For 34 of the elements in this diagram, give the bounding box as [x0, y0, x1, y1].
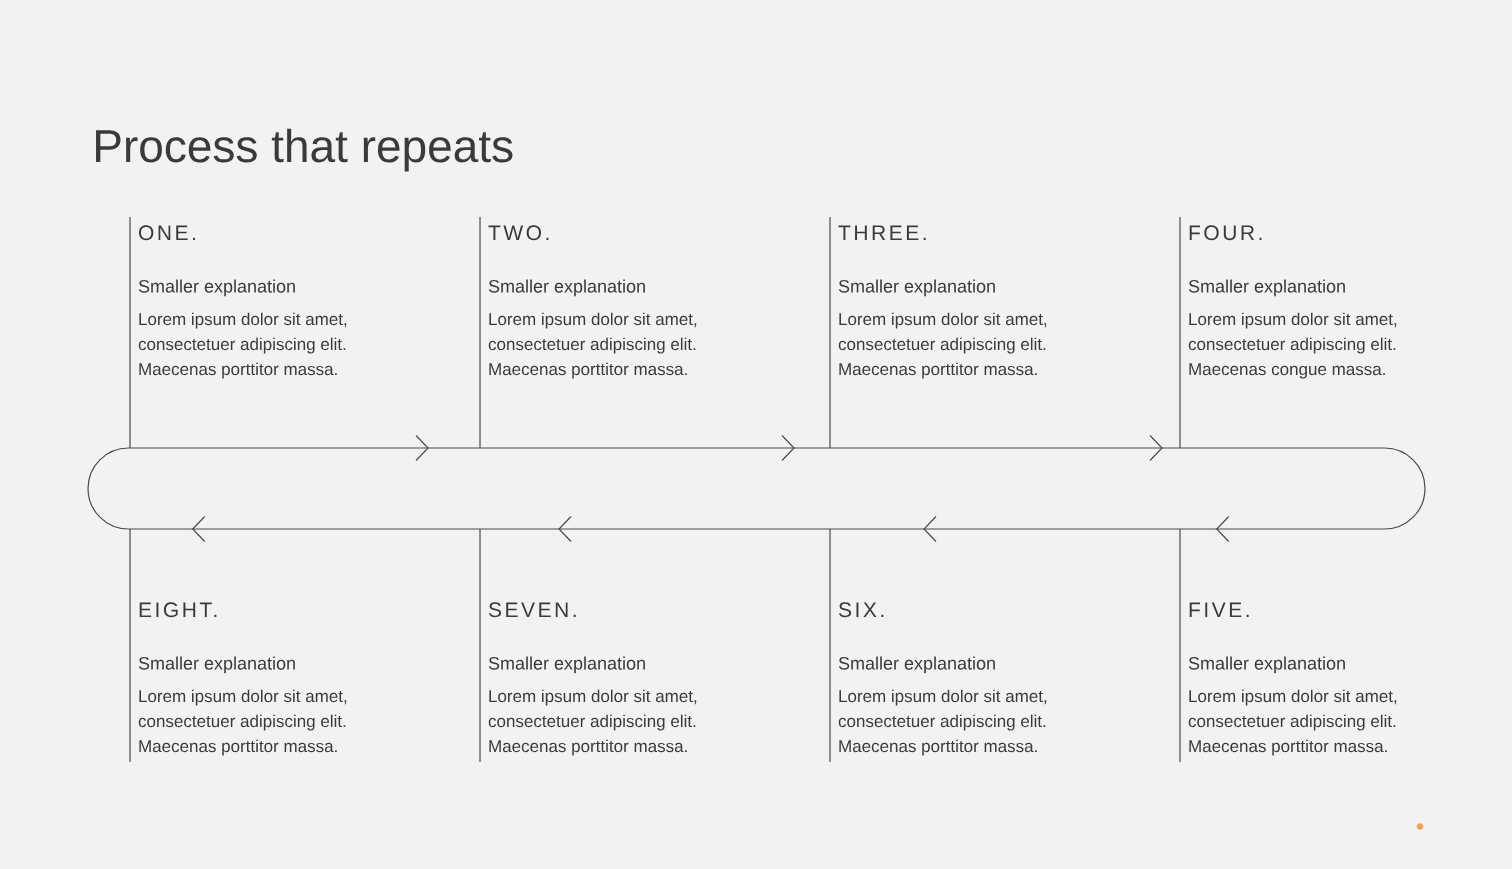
connector-line [829, 384, 831, 449]
step-subheading: Smaller explanation [488, 656, 645, 674]
step-description: Lorem ipsum dolor sit amet, consectetuer adipiscing elit. Maecenas porttitor massa. [1188, 689, 1397, 756]
step-description: Lorem ipsum dolor sit amet, consectetuer adipiscing elit. Maecenas porttitor massa. [488, 312, 697, 379]
step-subheading: Smaller explanation [138, 279, 295, 297]
step-subheading: Smaller explanation [138, 656, 295, 674]
step-description: Lorem ipsum dolor sit amet, consectetuer adipiscing elit. Maecenas porttitor massa. [838, 689, 1047, 756]
step-subheading: Smaller explanation [838, 279, 995, 297]
step-heading: SIX. [838, 602, 884, 618]
connector-line [479, 384, 481, 449]
connector-line [479, 528, 481, 591]
step-description: Lorem ipsum dolor sit amet, consectetuer adipiscing elit. Maecenas porttitor massa. [138, 312, 347, 379]
slide-title: Process that repeats [96, 128, 513, 172]
step-description: Lorem ipsum dolor sit amet, consectetuer adipiscing elit. Maecenas congue massa. [1188, 312, 1397, 379]
step-subheading: Smaller explanation [488, 279, 645, 297]
step-heading: SEVEN. [488, 602, 576, 618]
step-description: Lorem ipsum dolor sit amet, consectetuer adipiscing elit. Maecenas porttitor massa. [488, 689, 697, 756]
connector-line [129, 528, 131, 591]
connector-line [1179, 384, 1181, 449]
loop-track [87, 447, 1426, 530]
step-heading: TWO. [488, 225, 549, 241]
step-description: Lorem ipsum dolor sit amet, consectetuer adipiscing elit. Maecenas porttitor massa. [838, 312, 1047, 379]
step-subheading: Smaller explanation [1188, 656, 1345, 674]
step-heading: ONE. [139, 225, 195, 241]
step-heading: THREE. [838, 225, 926, 240]
step-heading: FIVE. [1189, 602, 1249, 617]
step-description: Lorem ipsum dolor sit amet, consectetuer adipiscing elit. Maecenas porttitor massa. [138, 689, 347, 756]
step-heading: FOUR. [1189, 225, 1262, 241]
connector-line [829, 528, 831, 591]
step-subheading: Smaller explanation [1188, 279, 1345, 297]
step-heading: EIGHT. [139, 602, 217, 618]
connector-line [129, 384, 131, 449]
connector-line [1179, 528, 1181, 591]
step-subheading: Smaller explanation [838, 656, 995, 674]
